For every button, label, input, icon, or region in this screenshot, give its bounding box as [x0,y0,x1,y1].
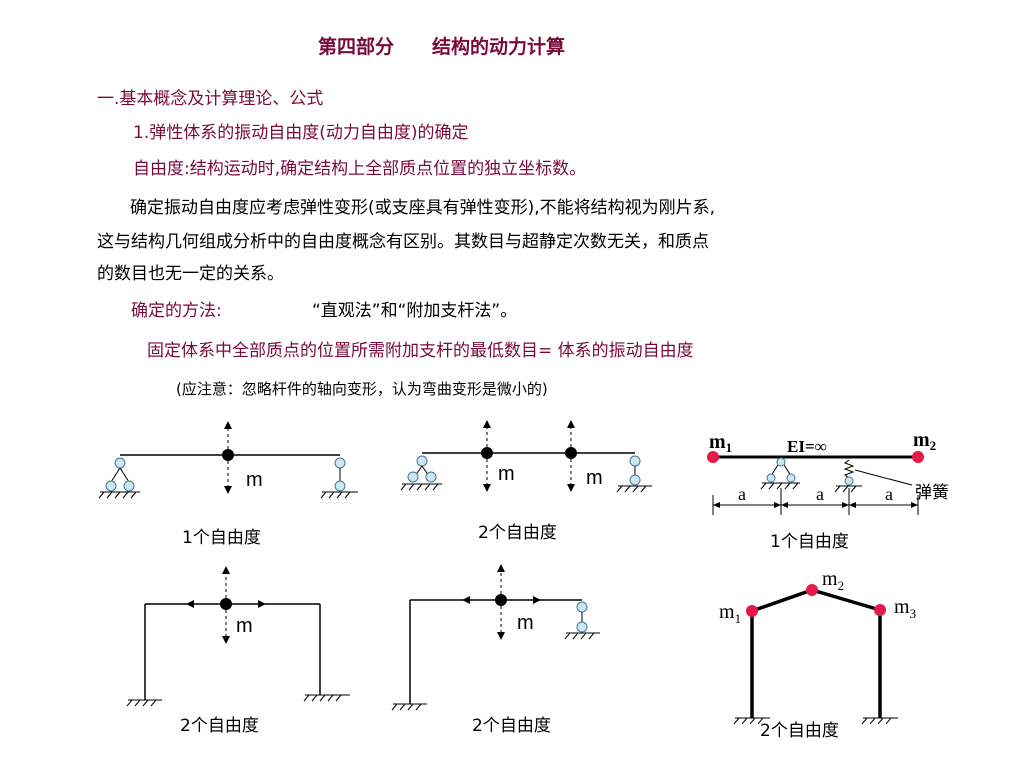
pin-support [760,457,800,490]
figure-4-caption: 2个自由度 [180,716,259,736]
figure-2-beam-two-masses: m m 2个自由度 [400,420,652,543]
subsection-heading: 1.弹性体系的振动自由度(动力自由度)的确定 [133,123,469,143]
svg-text:m2: m2 [913,429,936,453]
figure-5-frame-roller: m 2个自由度 [391,564,600,736]
method-value: “直观法”和“附加支杆法”。 [312,301,518,321]
mass-point [222,449,234,461]
pin-support [98,457,140,499]
roller-support [564,601,600,640]
dimension-a-3: a [885,484,893,504]
mass-point [481,447,493,459]
mass-point-m2 [912,451,924,463]
svg-text:m1: m1 [719,601,741,626]
note-text: (应注意：忽略杆件的轴向变形，认为弯曲变形是微小的) [176,380,548,398]
figure-4-portal-frame: m 2个自由度 [126,566,350,736]
spring-support [834,459,913,493]
figure-3-caption: 1个自由度 [770,532,849,552]
paragraph-line-3: 的数目也无一定的关系。 [97,264,284,284]
ei-label: EI=∞ [787,437,827,456]
roller-support [616,455,652,493]
mass-point-m1 [746,605,758,617]
mass-point-m1 [707,451,719,463]
figure-1-simply-supported-beam: m 1个自由度 [98,421,358,548]
svg-text:m2: m2 [822,568,844,593]
rule-text: 固定体系中全部质点的位置所需附加支杆的最低数目= 体系的振动自由度 [147,341,694,361]
paragraph-line-1: 确定振动自由度应考虑弹性变形(或支座具有弹性变形),不能将结构视为刚片系, [130,198,716,218]
definition-text: 自由度:结构运动时,确定结构上全部质点位置的独立坐标数。 [133,159,587,179]
mass-label-2: m [586,467,603,489]
mass-label: m [236,615,253,637]
figure-2-caption: 2个自由度 [478,523,557,543]
spring-label: 弹簧 [915,483,949,503]
figure-1-caption: 1个自由度 [182,528,261,548]
mass-label: m [246,469,263,491]
svg-text:m1: m1 [709,431,732,455]
mass-point [220,598,232,610]
section-heading: 一.基本概念及计算理论、公式 [97,89,324,109]
roller-support [320,457,358,499]
mass-point-m2 [806,584,818,596]
paragraph-line-2: 这与结构几何组成分析中的自由度概念有区别。其数目与超静定次数无关，和质点 [97,232,709,252]
figure-3-rigid-beam-spring: m1 m2 EI=∞ 弹簧 a [707,429,949,552]
figure-6-gable-frame: m1 m2 m3 2个自由度 [719,568,916,741]
mass-point-m3 [874,604,886,616]
dimension-a-1: a [738,484,746,504]
figure-6-caption: 2个自由度 [760,721,839,741]
mass-point [495,594,507,606]
mass-label: m [517,612,534,634]
method-label: 确定的方法: [131,301,222,321]
figure-5-caption: 2个自由度 [472,716,551,736]
pin-support [400,455,442,491]
svg-text:m3: m3 [894,596,916,621]
page-title: 第四部分 结构的动力计算 [318,36,566,58]
mass-point [565,447,577,459]
dimension-a-2: a [816,484,824,504]
mass-label-1: m [498,463,515,485]
